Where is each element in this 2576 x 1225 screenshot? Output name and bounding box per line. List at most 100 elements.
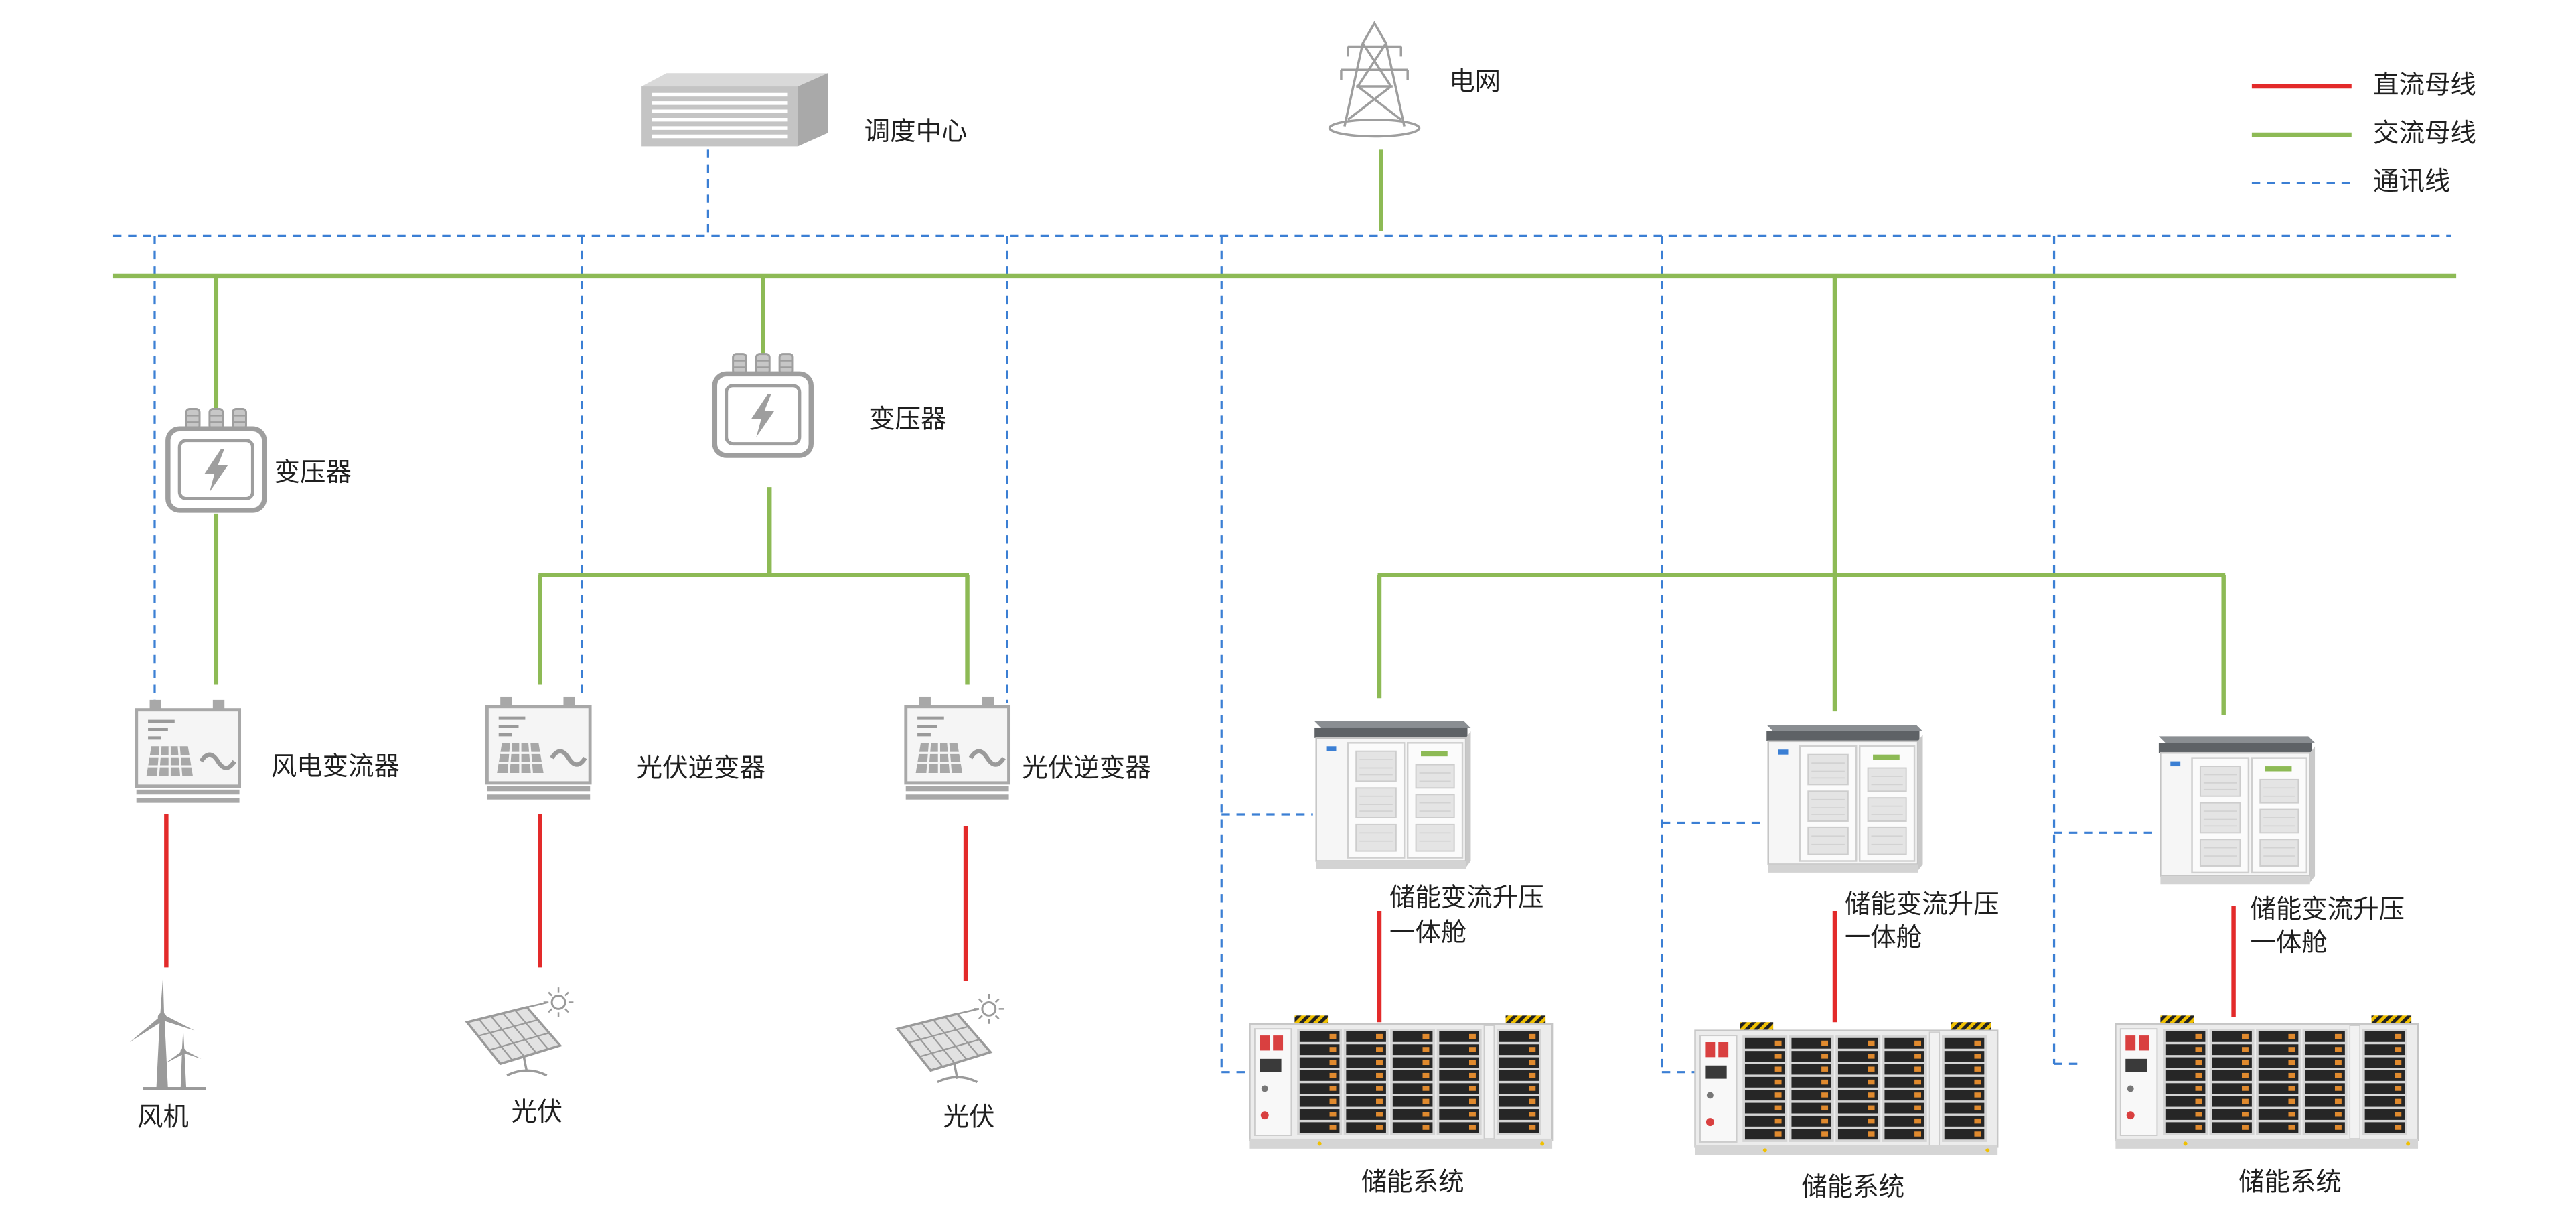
battery-module bbox=[1884, 1115, 1924, 1127]
rack-divider bbox=[2349, 1025, 2360, 1139]
battery-module-indicator bbox=[2288, 1047, 2295, 1052]
battery-module bbox=[1439, 1044, 1479, 1056]
battery-module-indicator bbox=[1774, 1040, 1782, 1046]
battery-module-indicator bbox=[2288, 1072, 2295, 1078]
battery-module-indicator bbox=[1974, 1118, 1981, 1124]
battery-module bbox=[1744, 1076, 1785, 1088]
battery-module-indicator bbox=[1868, 1105, 1875, 1111]
battery-module-indicator bbox=[2288, 1111, 2295, 1117]
battery-module-indicator bbox=[1974, 1079, 1981, 1085]
wind-converter-label: 风电变流器 bbox=[271, 751, 400, 782]
battery-module bbox=[1791, 1037, 1832, 1049]
battery-module bbox=[2212, 1031, 2252, 1042]
base-marker bbox=[1762, 1148, 1767, 1153]
battery-module-indicator bbox=[1821, 1079, 1829, 1085]
battery-module bbox=[1791, 1115, 1832, 1127]
base-marker bbox=[2183, 1141, 2188, 1146]
battery-module bbox=[2305, 1122, 2345, 1133]
battery-module-indicator bbox=[1529, 1098, 1536, 1104]
battery-module bbox=[1439, 1122, 1479, 1133]
battery-module-indicator bbox=[1422, 1072, 1430, 1078]
battery-module-indicator bbox=[1914, 1131, 1922, 1137]
battery-module-indicator bbox=[1329, 1125, 1337, 1130]
battery-module bbox=[1439, 1096, 1479, 1107]
solar-panel-icon bbox=[896, 993, 1005, 1084]
battery-module bbox=[1299, 1031, 1340, 1042]
battery-module-indicator bbox=[1974, 1131, 1981, 1137]
pcs-label-line2: 一体舱 bbox=[1389, 918, 1466, 948]
battery-module bbox=[2364, 1083, 2405, 1094]
pcs-label-line1: 储能变流升压 bbox=[2250, 894, 2405, 924]
battery-module bbox=[1346, 1057, 1386, 1068]
legend-dc-label: 直流母线 bbox=[2373, 70, 2476, 100]
battery-module-indicator bbox=[1376, 1033, 1383, 1039]
battery-module-indicator bbox=[2241, 1072, 2249, 1078]
battery-module-indicator bbox=[2195, 1047, 2202, 1052]
base-marker bbox=[1540, 1141, 1545, 1146]
battery-module bbox=[1744, 1102, 1785, 1114]
battery-module bbox=[2258, 1044, 2299, 1056]
battery-module-indicator bbox=[1422, 1060, 1430, 1066]
wind-branch: 变压器 风电变流器 风机 bbox=[129, 409, 400, 1133]
battery-module-indicator bbox=[1821, 1066, 1829, 1072]
battery-module-indicator bbox=[1422, 1033, 1430, 1039]
battery-module-indicator bbox=[1529, 1047, 1536, 1052]
battery-module-indicator bbox=[1376, 1098, 1383, 1104]
battery-module-indicator bbox=[2241, 1098, 2249, 1104]
legend: 直流母线 交流母线 通讯线 bbox=[2251, 70, 2476, 196]
battery-module-indicator bbox=[1422, 1098, 1430, 1104]
battery-module-indicator bbox=[1422, 1111, 1430, 1117]
battery-module bbox=[2165, 1044, 2206, 1056]
battery-module-indicator bbox=[2288, 1033, 2295, 1039]
battery-module-indicator bbox=[1329, 1111, 1337, 1117]
control-button bbox=[2126, 1111, 2135, 1120]
battery-module-indicator bbox=[2241, 1060, 2249, 1066]
battery-module-indicator bbox=[1774, 1105, 1782, 1111]
battery-module bbox=[1944, 1064, 1985, 1075]
pcs-cabinet-icon bbox=[2157, 735, 2316, 885]
battery-module-indicator bbox=[1914, 1040, 1922, 1046]
communication-lines bbox=[112, 149, 2451, 1074]
battery-module-indicator bbox=[1774, 1131, 1782, 1137]
battery-cabinet-icon bbox=[1249, 1015, 1554, 1149]
battery-module-indicator bbox=[2288, 1098, 2295, 1104]
battery-module-indicator bbox=[1529, 1111, 1536, 1117]
battery-module bbox=[1299, 1083, 1340, 1094]
battery-module-indicator bbox=[1469, 1072, 1476, 1078]
battery-module bbox=[2165, 1096, 2206, 1107]
battery-module-indicator bbox=[1469, 1086, 1476, 1091]
battery-module bbox=[2364, 1122, 2405, 1133]
battery-module-indicator bbox=[2395, 1125, 2402, 1130]
battery-module-indicator bbox=[1821, 1040, 1829, 1046]
control-indicator bbox=[2139, 1035, 2149, 1051]
battery-module bbox=[2305, 1083, 2345, 1094]
battery-module-indicator bbox=[2241, 1033, 2249, 1039]
battery-module bbox=[2305, 1057, 2345, 1068]
battery-module bbox=[1744, 1037, 1785, 1049]
legend-ac-label: 交流母线 bbox=[2373, 119, 2476, 149]
battery-module bbox=[1944, 1115, 1985, 1127]
battery-module bbox=[1884, 1064, 1924, 1075]
battery-module-indicator bbox=[1868, 1079, 1875, 1085]
battery-module-indicator bbox=[2195, 1098, 2202, 1104]
battery-module bbox=[1299, 1096, 1340, 1107]
battery-module-indicator bbox=[1774, 1066, 1782, 1072]
battery-module-indicator bbox=[1529, 1033, 1536, 1039]
base-marker bbox=[2406, 1141, 2411, 1146]
battery-module-indicator bbox=[1821, 1131, 1829, 1137]
battery-module-indicator bbox=[1376, 1125, 1383, 1130]
battery-module-indicator bbox=[1821, 1054, 1829, 1059]
grid-label: 电网 bbox=[1449, 67, 1501, 97]
battery-module-indicator bbox=[1868, 1131, 1875, 1137]
battery-module bbox=[1944, 1102, 1985, 1114]
battery-module bbox=[1439, 1083, 1479, 1094]
battery-label: 储能系统 bbox=[2239, 1167, 2342, 1197]
battery-module bbox=[1346, 1044, 1386, 1056]
battery-module bbox=[1299, 1070, 1340, 1081]
cabinet-base bbox=[2115, 1138, 2419, 1149]
warning-stripe bbox=[1505, 1015, 1546, 1024]
battery-module bbox=[1299, 1109, 1340, 1120]
pcs-label-line1: 储能变流升压 bbox=[1845, 889, 1999, 920]
grid-node: 电网 bbox=[1328, 21, 1501, 138]
battery-module-indicator bbox=[1422, 1047, 1430, 1052]
